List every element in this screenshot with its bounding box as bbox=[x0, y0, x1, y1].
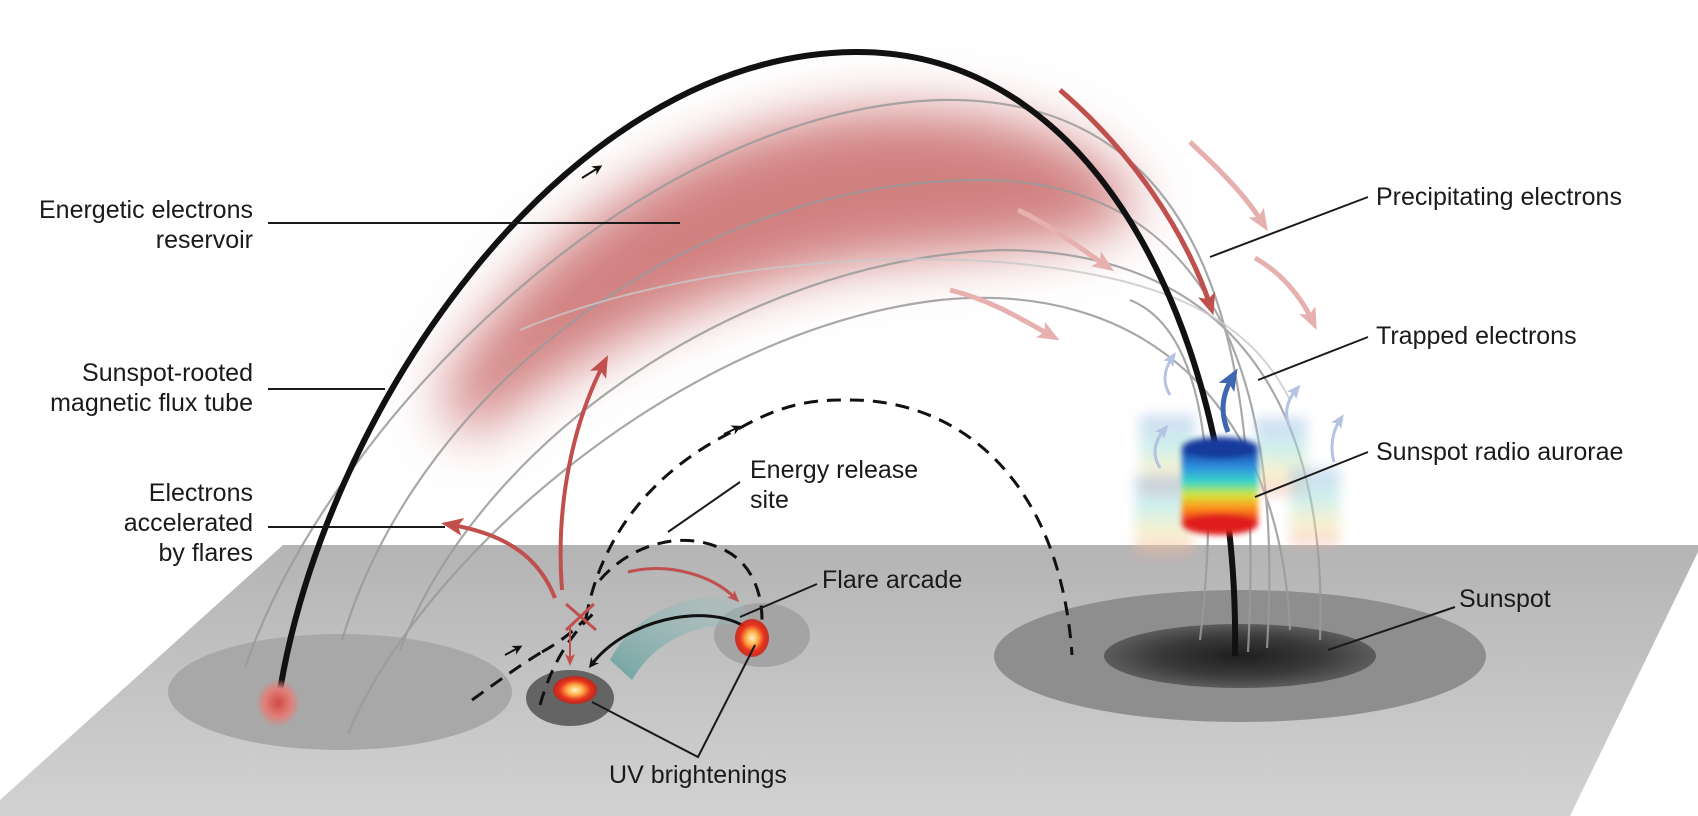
faint-loops-light bbox=[519, 258, 1291, 401]
left-footpoint-region bbox=[168, 634, 512, 750]
uv-brightening-left bbox=[553, 676, 597, 704]
label-uv-brightenings: UV brightenings bbox=[609, 761, 787, 789]
sunspot-umbra bbox=[1104, 624, 1376, 688]
dashed-arrow-left bbox=[504, 645, 523, 656]
label-flare-arcade: Flare arcade bbox=[822, 566, 962, 594]
flux-tube-main-loop bbox=[275, 48, 1239, 704]
uv-brightening-right bbox=[735, 619, 769, 657]
sunspot-radio-aurora bbox=[1182, 437, 1258, 535]
flux-tube-direction-arrow bbox=[581, 165, 603, 179]
trapped-arrow-main bbox=[1218, 368, 1238, 433]
acceleration-arrows bbox=[441, 355, 740, 666]
leader-lines bbox=[268, 196, 1456, 759]
precipitating-arrows-faint bbox=[949, 140, 1317, 341]
label-trapped-electrons: Trapped electrons bbox=[1376, 322, 1577, 350]
reservoir-glow bbox=[440, 110, 1140, 440]
label-sunspot-radio-aurorae: Sunspot radio aurorae bbox=[1376, 438, 1623, 466]
label-precipitating-electrons: Precipitating electrons bbox=[1376, 183, 1622, 211]
trapped-arrows-faint bbox=[1153, 352, 1344, 469]
dashed-arrow-top bbox=[723, 425, 742, 435]
left-footpoint-spot bbox=[256, 679, 300, 727]
flare-arcade-loop bbox=[588, 614, 756, 668]
reconnection-x-marker bbox=[564, 602, 597, 632]
precipitating-arrow-main bbox=[1058, 88, 1216, 316]
label-sunspot: Sunspot bbox=[1459, 585, 1551, 613]
